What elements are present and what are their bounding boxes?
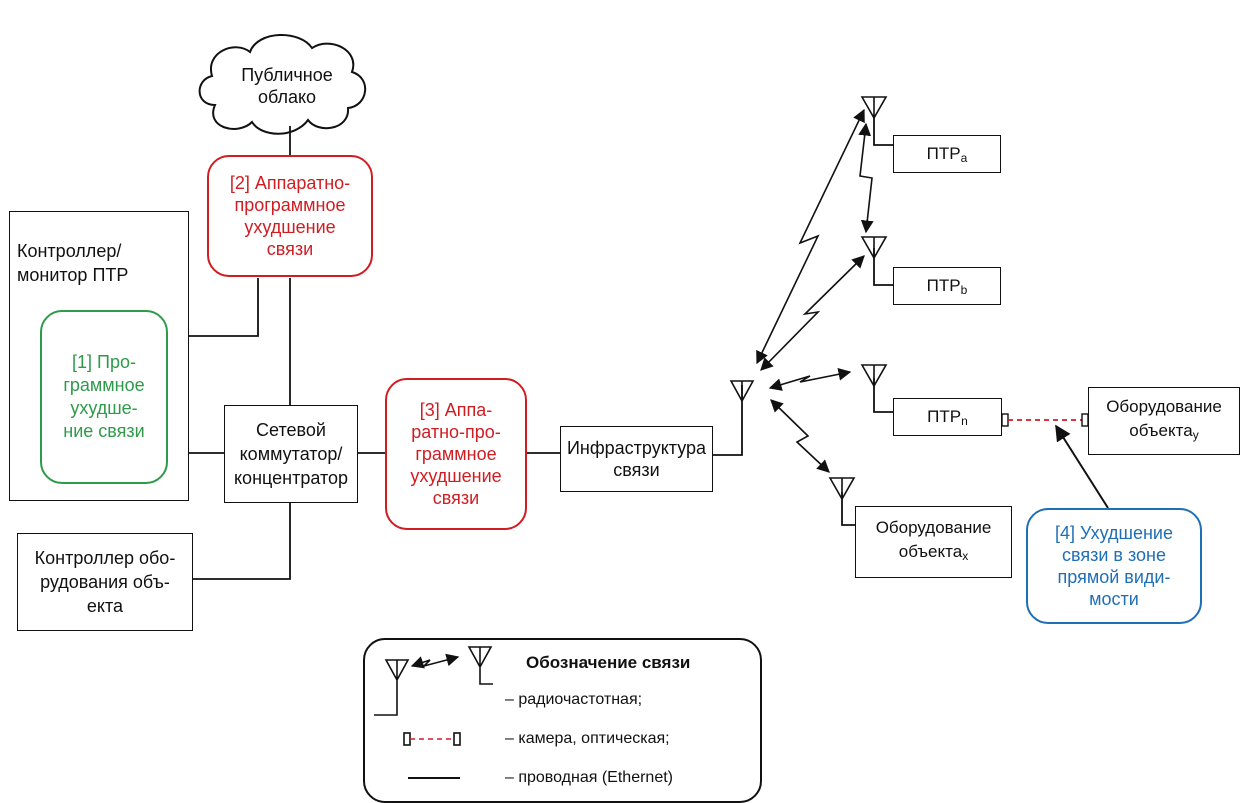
radio-links <box>756 108 874 473</box>
network-switch-label: Сетевой коммутатор/ концентратор <box>233 420 349 488</box>
ptr-a-subscript: a <box>960 150 968 165</box>
wired-links <box>167 118 893 580</box>
ptr-n-subscript: n <box>961 413 968 428</box>
line-of-sight-degradation-box: [4] Ухудшение связи в зоне прямой види- … <box>1026 508 1202 624</box>
cloud-shape <box>198 34 367 135</box>
equipment-y-label: Оборудование объекта <box>1106 397 1222 440</box>
ptr-a-label: ПТР <box>926 143 961 163</box>
equipment-x-subscript: x <box>962 549 969 563</box>
object-controller-label: Контроллер обо- рудования объ- екта <box>34 548 176 616</box>
legend-item-optical: – камера, оптическая; <box>505 730 670 747</box>
ptr-n-box: ПТРn <box>893 398 1002 436</box>
software-degradation-box: [1] Про- граммное ухудше- ние связи <box>40 310 168 484</box>
cloud-label: Публичное облако <box>241 65 333 107</box>
equipment-x-label: Оборудование объекта <box>875 518 992 561</box>
hw-sw-degradation-top-label: [2] Аппаратно- программное ухудшение свя… <box>229 173 351 259</box>
legend-title: Обозначение связи <box>526 653 691 672</box>
infrastructure-label: Инфраструктура связи <box>566 438 707 480</box>
controller-monitor-title: Контроллер/ монитор ПТР <box>17 241 129 285</box>
infrastructure-box: Инфраструктура связи <box>560 426 713 492</box>
hw-sw-degradation-top-box: [2] Аппаратно- программное ухудшение свя… <box>207 155 373 277</box>
ptr-b-label: ПТР <box>926 275 961 295</box>
software-degradation-label: [1] Про- граммное ухудше- ние связи <box>63 352 145 441</box>
ptr-n-label: ПТР <box>927 406 962 426</box>
ptr-b-subscript: b <box>960 282 968 297</box>
line-of-sight-degradation-label: [4] Ухудшение связи в зоне прямой види- … <box>1054 523 1173 609</box>
ptr-a-box: ПТРa <box>893 135 1001 173</box>
equipment-y-subscript: y <box>1192 428 1199 442</box>
object-controller-box: Контроллер обо- рудования объ- екта <box>17 533 193 631</box>
legend-box <box>363 638 762 803</box>
legend-symbols <box>374 646 493 779</box>
equipment-x-box: Оборудование объектаx <box>855 506 1012 578</box>
antenna-icons <box>729 96 888 501</box>
legend-item-wired: – проводная (Ethernet) <box>505 769 673 786</box>
legend-item-radio: – радиочастотная; <box>505 691 643 708</box>
ptr-b-box: ПТРb <box>893 267 1001 305</box>
hw-sw-degradation-mid-label: [3] Аппа- ратно-про- граммное ухудшение … <box>410 400 502 508</box>
optical-link <box>1001 413 1089 427</box>
network-switch-box: Сетевой коммутатор/ концентратор <box>224 405 358 503</box>
equipment-y-box: Оборудование объектаy <box>1088 387 1240 455</box>
hw-sw-degradation-mid-box: [3] Аппа- ратно-про- граммное ухудшение … <box>385 378 527 530</box>
